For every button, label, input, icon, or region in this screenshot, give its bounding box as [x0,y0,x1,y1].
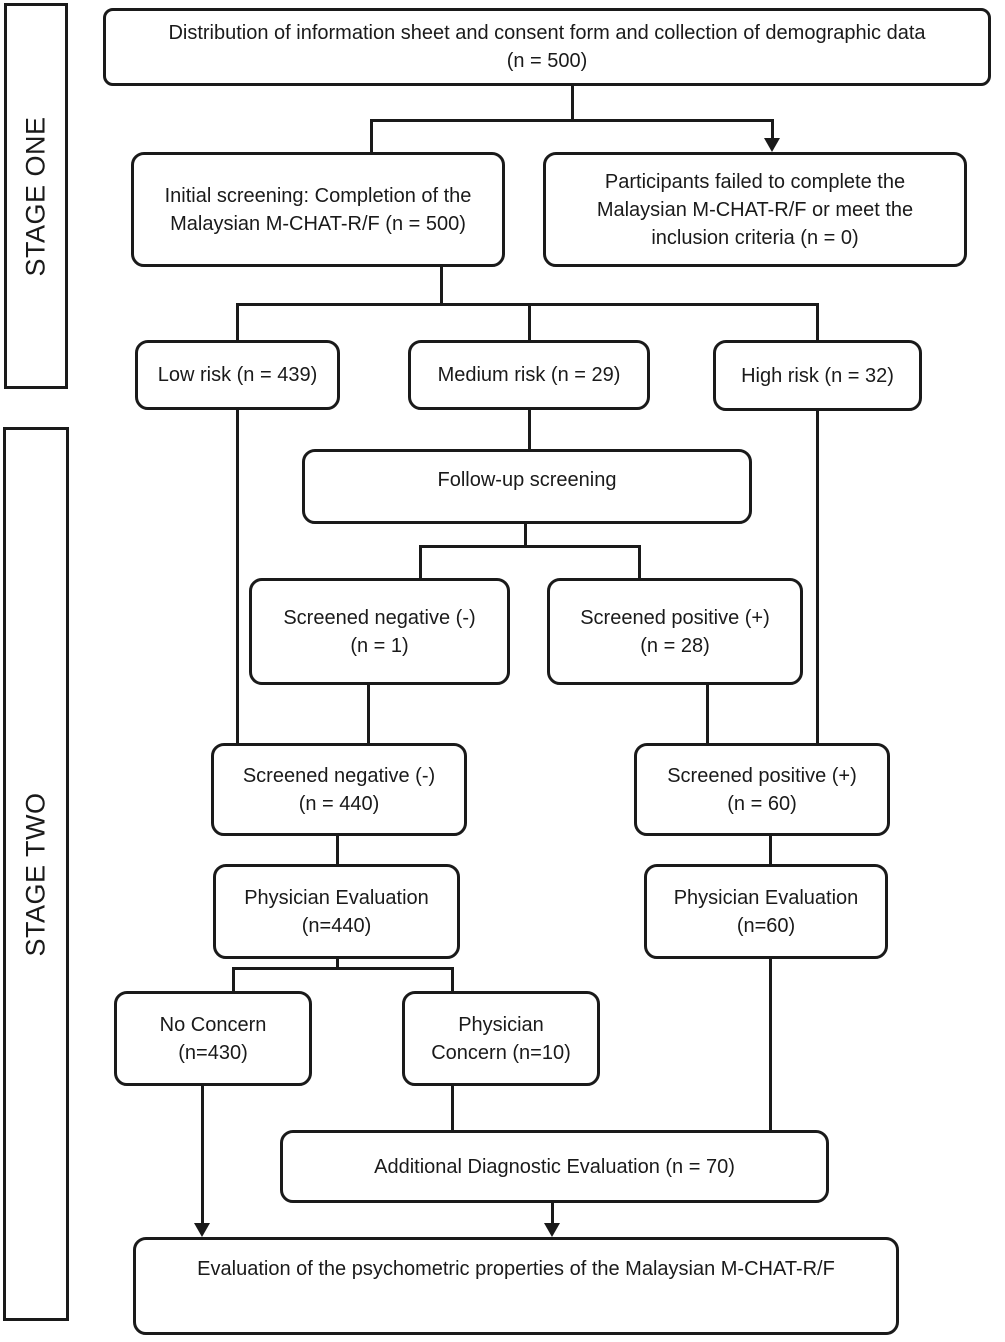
box-follow-up-screening: Follow-up screening [302,449,752,524]
box-physician-evaluation-negative-text: Physician Evaluation (n=440) [244,886,429,937]
connector-no-concern-to-final [201,1086,204,1225]
box-failed-inclusion-text: Participants failed to complete the Mala… [596,170,914,249]
box-screened-positive-followup: Screened positive (+) (n = 28) [547,578,803,685]
connector-to-low-risk [236,303,239,340]
box-physician-evaluation-positive: Physician Evaluation (n=60) [644,864,888,959]
connector-high-risk-to-positive-total [816,411,819,743]
box-additional-diagnostic-evaluation: Additional Diagnostic Evaluation (n = 70… [280,1130,829,1203]
connector-neg1-to-negative-total [367,685,370,743]
stage-two-band: STAGE TWO [3,427,69,1321]
connector-positive-to-physician [769,836,772,864]
connector-to-high-risk [816,303,819,340]
box-medium-risk-text: Medium risk (n = 29) [437,364,621,386]
box-screened-positive-total: Screened positive (+) (n = 60) [634,743,890,836]
box-no-concern: No Concern (n=430) [114,991,312,1086]
box-high-risk: High risk (n = 32) [713,340,922,411]
connector-to-screened-positive [638,545,641,578]
connector-phys60-to-additional [769,959,772,1130]
connector-concern-to-additional [451,1086,454,1130]
connector-to-no-concern [232,967,235,991]
connector-to-screened-negative [419,545,422,578]
box-screened-negative-total-text: Screened negative (-) (n = 440) [242,764,436,815]
connector-phys440-down [336,959,339,970]
box-screened-positive-total-text: Screened positive (+) (n = 60) [667,764,857,815]
box-physician-concern: Physician Concern (n=10) [402,991,600,1086]
arrowhead-additional-to-final [544,1223,560,1237]
box-failed-inclusion: Participants failed to complete the Mala… [543,152,967,267]
stage-one-band: STAGE ONE [4,3,68,389]
box-low-risk: Low risk (n = 439) [135,340,340,410]
arrowhead-to-failed [764,138,780,152]
stage-one-label: STAGE ONE [20,115,51,277]
connector-negative-to-physician [336,836,339,864]
connector-initial-down [440,267,443,306]
connector-to-physician-concern [451,967,454,991]
box-low-risk-text: Low risk (n = 439) [157,364,318,386]
box-screened-negative-followup-text: Screened negative (-) (n = 1) [283,606,476,657]
box-psychometric-evaluation-text: Evaluation of the psychometric propertie… [197,1258,835,1280]
box-initial-screening: Initial screening: Completion of the Mal… [131,152,505,267]
box-screened-negative-followup: Screened negative (-) (n = 1) [249,578,510,685]
box-screened-positive-followup-text: Screened positive (+) (n = 28) [580,606,770,657]
stage-two-label: STAGE TWO [20,791,51,957]
connector-additional-to-final [551,1203,554,1225]
box-physician-evaluation-negative: Physician Evaluation (n=440) [213,864,460,959]
box-physician-concern-text: Physician Concern (n=10) [431,1013,571,1064]
connector-followup-split [419,545,641,548]
connector-distribution-split [370,119,774,122]
box-psychometric-evaluation: Evaluation of the psychometric propertie… [133,1237,899,1335]
connector-to-medium-risk [528,303,531,340]
connector-to-failed [771,119,774,141]
box-additional-diagnostic-evaluation-text: Additional Diagnostic Evaluation (n = 70… [374,1155,735,1178]
connector-to-initial [370,119,373,152]
connector-risk-split [236,303,819,306]
box-screened-negative-total: Screened negative (-) (n = 440) [211,743,467,836]
box-initial-screening-text: Initial screening: Completion of the Mal… [164,184,472,235]
connector-followup-down [524,524,527,547]
box-physician-evaluation-positive-text: Physician Evaluation (n=60) [673,886,859,937]
connector-distribution-down [571,86,574,121]
box-medium-risk: Medium risk (n = 29) [408,340,650,410]
box-high-risk-text: High risk (n = 32) [741,364,894,387]
connector-pos28-to-positive-total [706,685,709,743]
connector-medium-to-followup [528,410,531,449]
connector-concern-split [232,967,454,970]
box-follow-up-screening-text: Follow-up screening [437,469,617,491]
box-distribution-consent-text: Distribution of information sheet and co… [168,22,926,72]
box-distribution-consent: Distribution of information sheet and co… [103,8,991,86]
arrowhead-no-concern-to-final [194,1223,210,1237]
box-no-concern-text: No Concern (n=430) [159,1013,267,1064]
connector-low-risk-to-negative-total [236,410,239,743]
